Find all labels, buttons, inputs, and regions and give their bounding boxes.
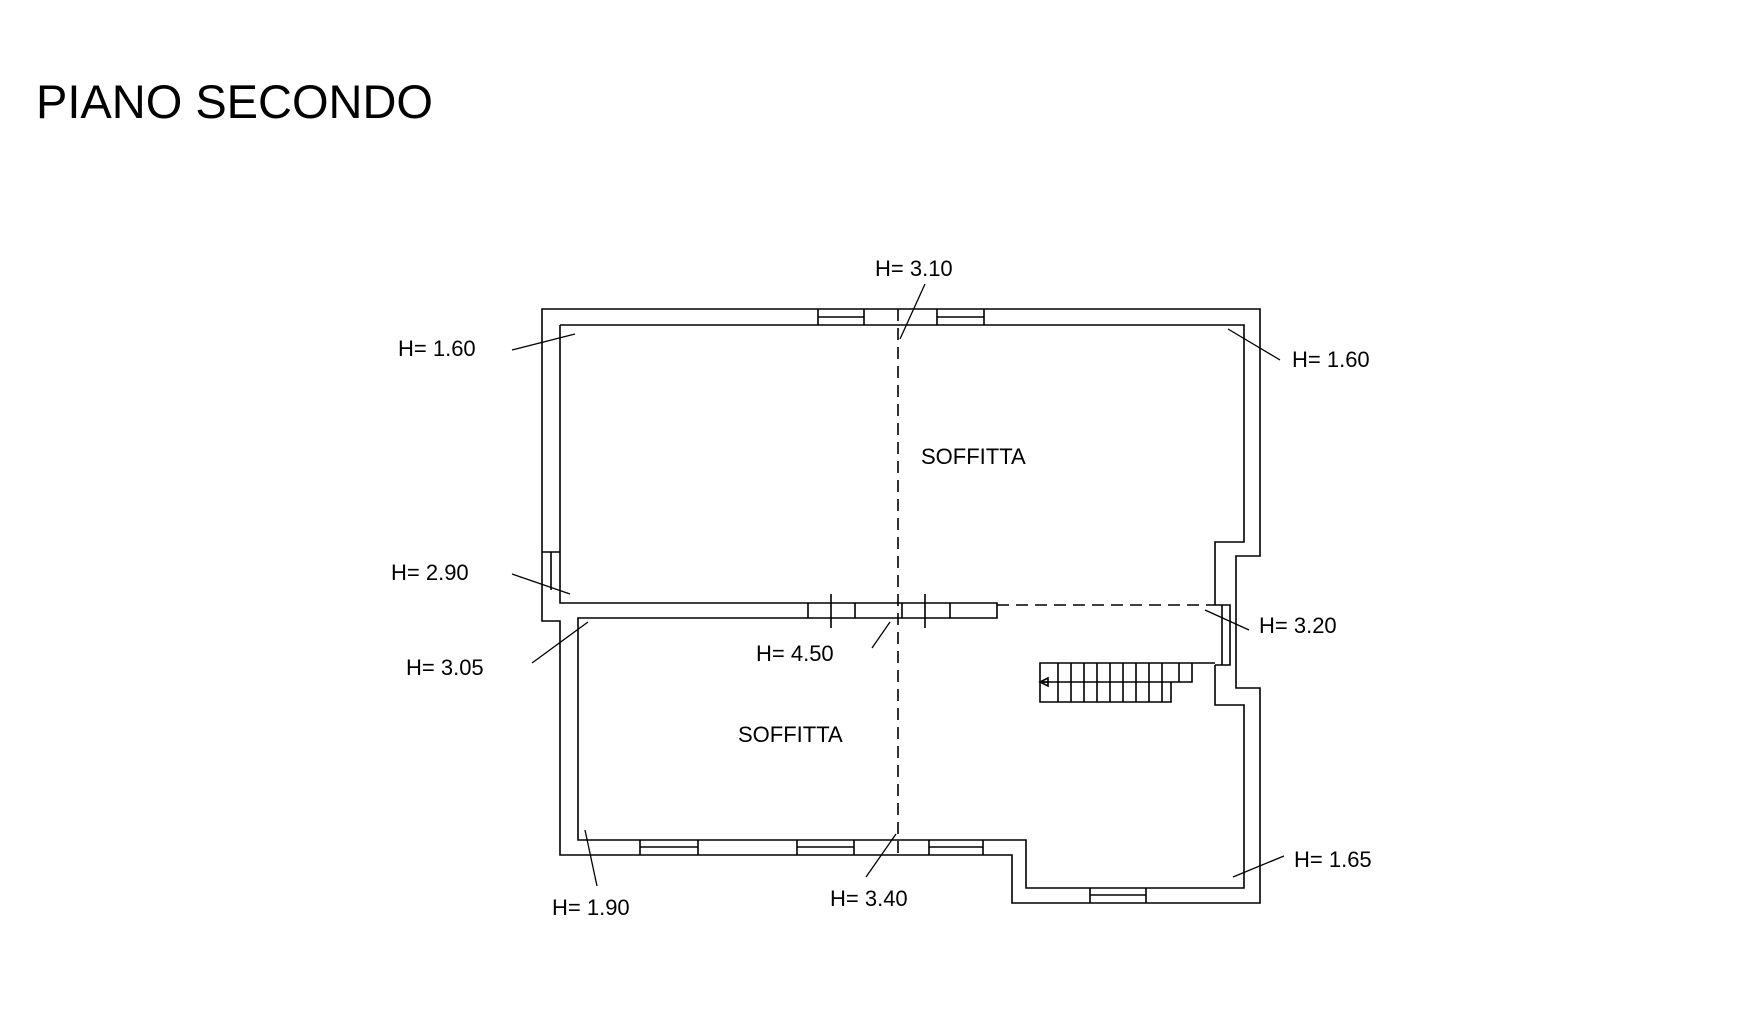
- height-label-bottom: H= 3.40: [830, 886, 908, 911]
- window-right-wall: [1215, 604, 1231, 666]
- leader-line-right-mid: [1204, 609, 1250, 631]
- height-label-top: H= 3.10: [875, 256, 953, 281]
- height-label-left-lower: H= 3.05: [406, 655, 484, 680]
- leader-line-center: [871, 621, 891, 649]
- height-label-top-left: H= 1.60: [398, 336, 476, 361]
- height-label-bottom-left: H= 1.90: [552, 895, 630, 920]
- leader-line-left-lower: [531, 621, 589, 664]
- inner-wall-upper-room: [560, 324, 1245, 605]
- height-label-center: H= 4.50: [756, 641, 834, 666]
- stair-arrow-icon: [1038, 676, 1049, 688]
- window-left-wall: [542, 551, 560, 590]
- leader-line-bottom-left: [584, 829, 598, 887]
- height-label-top-right: H= 1.60: [1292, 347, 1370, 372]
- leader-line-bottom-right: [1232, 855, 1285, 878]
- room-label-lower: SOFFITTA: [738, 722, 843, 747]
- height-label-left-mid: H= 2.90: [391, 560, 469, 585]
- leader-line-top: [899, 283, 926, 340]
- window-bottom-2: [796, 840, 855, 855]
- partition-door-marks: [807, 594, 951, 628]
- leader-line-left-mid: [511, 573, 571, 595]
- leader-line-bottom: [865, 833, 897, 878]
- window-bottom-3: [928, 840, 984, 855]
- height-label-right-mid: H= 3.20: [1259, 613, 1337, 638]
- staircase: [1039, 662, 1215, 703]
- leader-line-top-right: [1227, 328, 1281, 361]
- room-label-upper: SOFFITTA: [921, 444, 1026, 469]
- height-label-bottom-right: H= 1.65: [1294, 847, 1372, 872]
- partition-wall: [559, 325, 1245, 889]
- outer-wall: [541, 308, 1261, 904]
- window-bottom-4: [1089, 888, 1147, 903]
- leader-line-top-left: [511, 333, 576, 351]
- window-top-1: [817, 309, 865, 325]
- window-top-2: [936, 309, 985, 325]
- window-bottom-1: [639, 840, 699, 855]
- page-title: PIANO SECONDO: [36, 75, 433, 128]
